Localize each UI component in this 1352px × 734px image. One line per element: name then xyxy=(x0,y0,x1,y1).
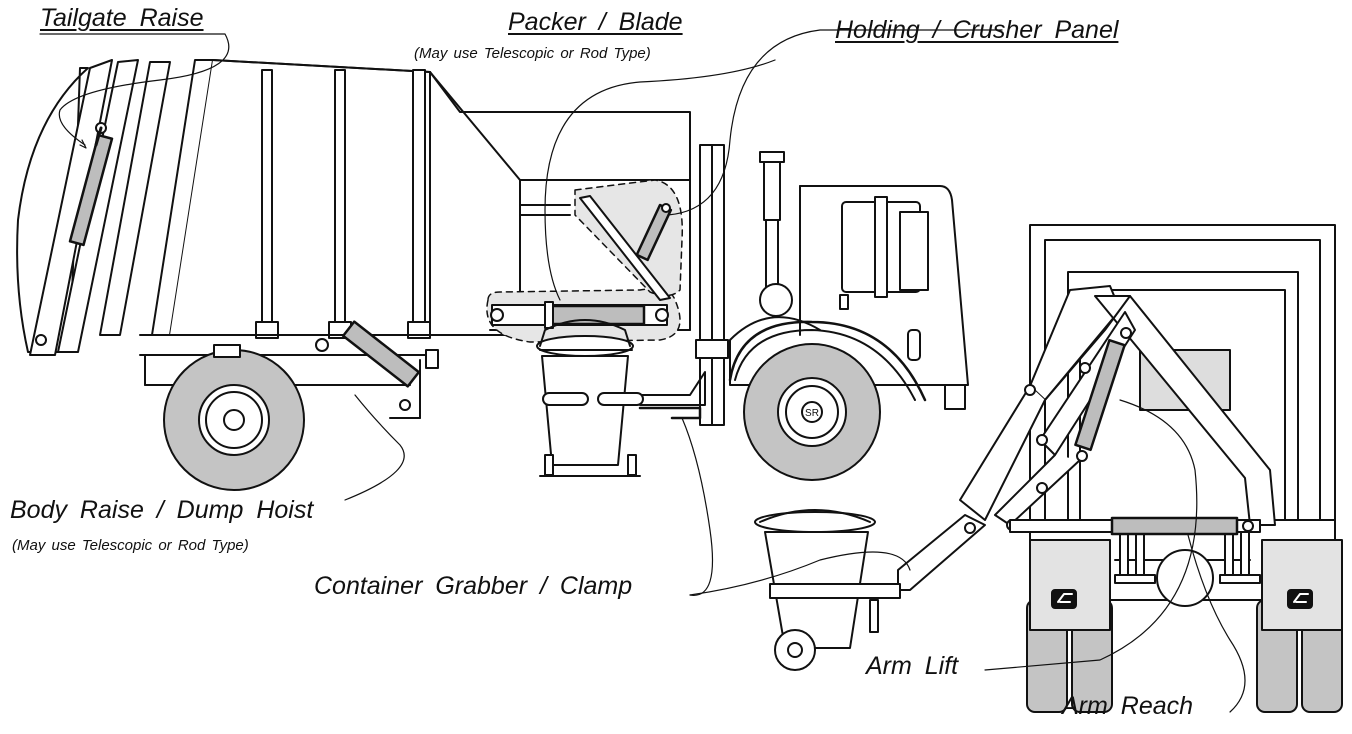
truck-cab xyxy=(728,151,969,410)
leader-lines xyxy=(39,29,1246,713)
lift-mast xyxy=(638,144,729,426)
front-container xyxy=(536,319,644,477)
label-tailgate-raise: Tailgate Raise xyxy=(40,4,204,32)
label-packer-blade-note: (May use Telescopic or Rod Type) xyxy=(414,45,651,62)
label-body-raise-note: (May use Telescopic or Rod Type) xyxy=(12,537,249,554)
hub-mark: SR xyxy=(805,408,819,419)
label-arm-lift: Arm Lift xyxy=(866,652,959,680)
tailgate xyxy=(16,59,214,356)
crusher-panel xyxy=(579,195,673,301)
body-raise-cylinder xyxy=(341,320,421,411)
arm-lift-cylinder xyxy=(1074,338,1126,452)
tailgate-raise-cylinder xyxy=(68,122,114,247)
rear-wheel xyxy=(163,344,305,491)
crusher-zone xyxy=(574,179,684,297)
packer-blade-cylinder xyxy=(490,301,669,329)
side-container xyxy=(754,509,901,671)
label-packer-blade: Packer / Blade xyxy=(508,8,683,36)
front-wheel xyxy=(743,343,881,481)
label-container-grabber-clamp: Container Grabber / Clamp xyxy=(314,572,633,600)
arm-reach-cylinder xyxy=(1110,516,1239,536)
label-body-raise-dump-hoist: Body Raise / Dump Hoist xyxy=(10,496,314,524)
label-holding-crusher-panel: Holding / Crusher Panel xyxy=(835,16,1119,44)
label-arm-reach: Arm Reach xyxy=(1062,692,1194,720)
